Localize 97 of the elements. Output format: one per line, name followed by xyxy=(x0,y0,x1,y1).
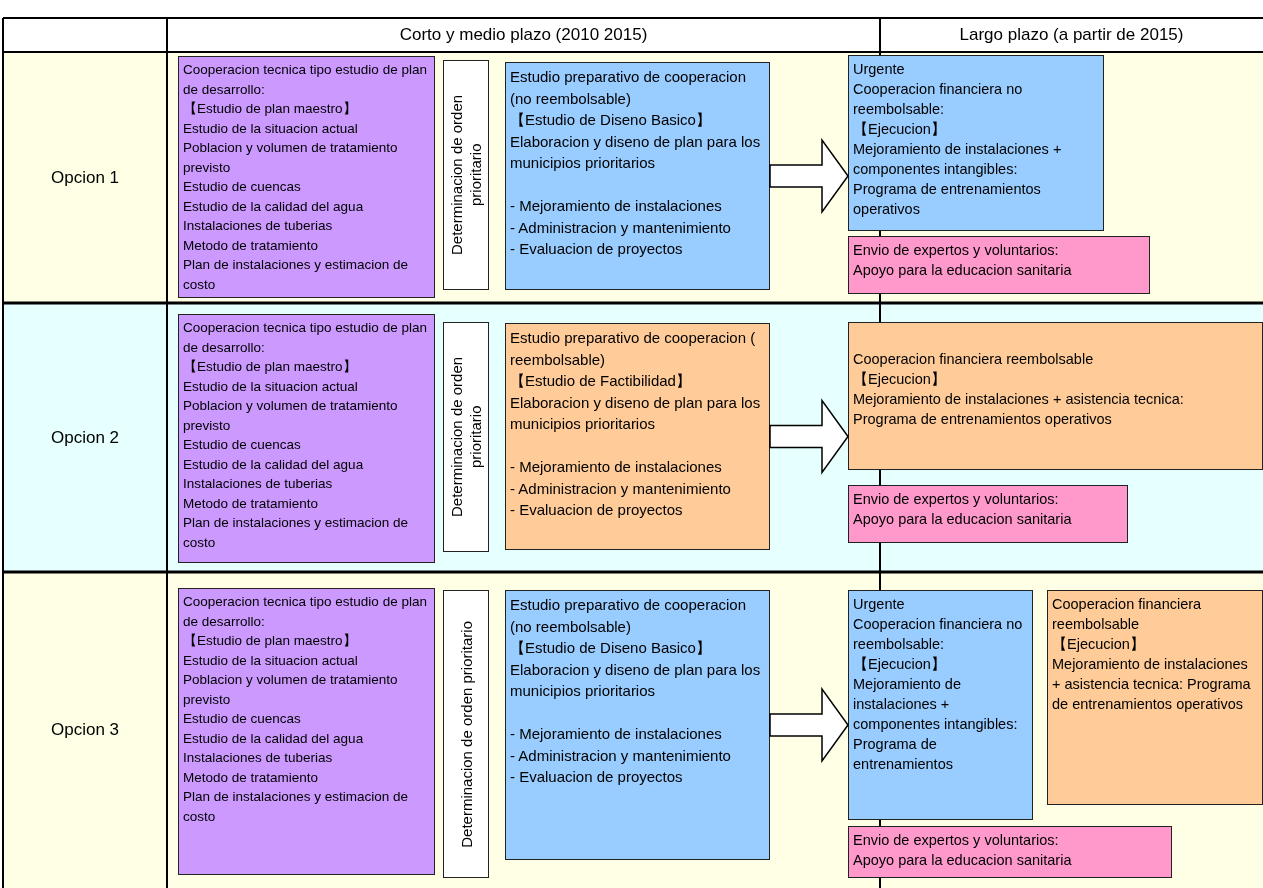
row-band xyxy=(3,303,1263,572)
box-text: Cooperacion tecnica tipo estudio de plan de desarrollo: xyxy=(183,61,428,99)
text-box xyxy=(848,236,1150,294)
box-text: Apoyo para la educacion sanitaria xyxy=(853,851,1073,870)
row-label: Opcion 1 xyxy=(49,166,120,189)
box-text: Cooperacion tecnica tipo estudio de plan de desarrollo: xyxy=(183,319,428,357)
box-text: Poblacion y volumen de tratamiento previsto xyxy=(183,139,399,177)
block-arrow xyxy=(769,686,849,764)
box-text: Metodo de tratamiento xyxy=(183,494,320,513)
box-text: - Evaluacion de proyectos xyxy=(510,500,684,520)
vertical-label: Determinacion de orden prioritario xyxy=(456,620,476,848)
box-text: 【Estudio de Factibilidad】 xyxy=(510,371,692,391)
box-text: Estudio de la calidad del agua xyxy=(183,455,365,474)
vertical-label-box xyxy=(443,590,489,878)
box-text: Metodo de tratamiento xyxy=(183,768,320,787)
box-text: Estudio de cuencas xyxy=(183,436,302,454)
box-text: Estudio preparativo de cooperacion ( reembolsable) xyxy=(510,328,757,370)
box-text: Estudio de la situacion actual xyxy=(183,377,359,396)
box-text: - Administracion y mantenimiento xyxy=(510,217,732,238)
box-text: Mejoramiento de instalaciones + asistencia tecnica: Programa de entrenamientos operativos xyxy=(1052,655,1252,714)
block-arrow xyxy=(769,137,849,215)
box-text: Cooperacion tecnica tipo estudio de plan de desarrollo: xyxy=(183,593,428,631)
box-text: Plan de instalaciones y estimacion de costo xyxy=(183,788,410,826)
text-box xyxy=(848,826,1172,878)
box-text: Plan de instalaciones y estimacion de costo xyxy=(183,514,410,552)
text-box xyxy=(848,322,1263,470)
box-text: 【Ejecucion】 xyxy=(853,655,947,674)
text-box xyxy=(505,590,770,860)
vertical-label: Determinacion de orden prioritario xyxy=(447,93,485,258)
column-header: Corto y medio plazo (2010 2015) xyxy=(398,24,649,46)
block-arrow xyxy=(769,398,849,475)
row-band xyxy=(3,572,1263,888)
text-box xyxy=(848,590,1033,820)
box-text: Mejoramiento de instalaciones + componentes intangibles: xyxy=(853,140,1063,179)
box-text: Programa de entrenamientos operativos xyxy=(853,180,1042,219)
box-text: Poblacion y volumen de tratamiento previsto xyxy=(183,671,399,709)
box-text: Instalaciones de tuberias xyxy=(183,217,334,235)
box-text: 【Estudio de plan maestro】 xyxy=(183,632,358,650)
box-text: Urgente xyxy=(853,595,906,614)
box-text: 【Estudio de plan maestro】 xyxy=(183,100,358,118)
box-text: 【Estudio de Diseno Basico】 xyxy=(510,110,712,130)
box-text: Mejoramiento de instalaciones + componentes intangibles: Programa de entrenamientos xyxy=(853,675,1019,774)
text-box xyxy=(178,588,435,875)
box-text: Apoyo para la educacion sanitaria xyxy=(853,510,1073,529)
box-text: - Evaluacion de proyectos xyxy=(510,239,684,259)
box-text: Estudio de la situacion actual xyxy=(183,651,359,670)
box-text: Cooperacion financiera no reembolsable: xyxy=(853,615,1024,654)
text-box xyxy=(848,55,1104,231)
text-box xyxy=(1047,590,1263,805)
vertical-label-box xyxy=(443,60,489,290)
box-text: Urgente xyxy=(853,60,906,79)
box-text: - Mejoramiento de instalaciones xyxy=(510,724,723,744)
box-text: 【Ejecucion】 xyxy=(1052,635,1146,654)
vertical-label: Determinacion de orden prioritario xyxy=(447,355,485,520)
text-box xyxy=(505,323,770,550)
box-text: Cooperacion financiera reembolsable xyxy=(1052,595,1203,634)
box-text: 【Estudio de plan maestro】 xyxy=(183,358,358,376)
box-text: Estudio de cuencas xyxy=(183,710,302,728)
row-label: Opcion 3 xyxy=(49,719,120,741)
column-header: Largo plazo (a partir de 2015) xyxy=(958,24,1185,46)
box-text: Estudio de la calidad del agua xyxy=(183,197,365,216)
box-text: Estudio de la situacion actual xyxy=(183,119,359,138)
box-text: Estudio preparativo de cooperacion (no reembolsable) xyxy=(510,67,747,109)
row-label: Opcion 2 xyxy=(49,426,120,449)
box-text: Estudio de cuencas xyxy=(183,178,302,196)
box-text: - Mejoramiento de instalaciones xyxy=(510,457,723,477)
box-text: Apoyo para la educacion sanitaria xyxy=(853,261,1073,280)
box-text: - Administracion y mantenimiento xyxy=(510,745,732,766)
box-text: 【Estudio de Diseno Basico】 xyxy=(510,638,712,658)
vertical-label-box xyxy=(443,322,489,552)
box-text: - Evaluacion de proyectos xyxy=(510,767,684,787)
box-text: Estudio preparativo de cooperacion (no reembolsable) xyxy=(510,595,747,637)
box-text: 【Ejecucion】 xyxy=(853,120,947,139)
box-text: Cooperacion financiera reembolsable xyxy=(853,350,1095,369)
text-box xyxy=(178,56,435,298)
box-text: Plan de instalaciones y estimacion de costo xyxy=(183,256,410,294)
box-text: Elaboracion y diseno de plan para los municipios prioritarios xyxy=(510,131,762,173)
box-text: Estudio de la calidad del agua xyxy=(183,729,365,748)
box-text: Programa de entrenamientos operativos xyxy=(853,410,1113,429)
text-box xyxy=(178,314,435,563)
box-text: Metodo de tratamiento xyxy=(183,236,320,255)
box-text: Envio de expertos y voluntarios: xyxy=(853,490,1060,509)
box-text: Instalaciones de tuberias xyxy=(183,475,334,493)
box-text: Envio de expertos y voluntarios: xyxy=(853,831,1060,850)
box-text: Poblacion y volumen de tratamiento previsto xyxy=(183,397,399,435)
box-text: Envio de expertos y voluntarios: xyxy=(853,241,1060,260)
box-text: Elaboracion y diseno de plan para los municipios prioritarios xyxy=(510,659,762,701)
box-text: - Mejoramiento de instalaciones xyxy=(510,196,723,216)
box-text: Mejoramiento de instalaciones + asistencia tecnica: xyxy=(853,390,1185,409)
box-text: Elaboracion y diseno de plan para los municipios prioritarios xyxy=(510,392,762,434)
box-text: - Administracion y mantenimiento xyxy=(510,478,732,499)
box-text: 【Ejecucion】 xyxy=(853,370,947,389)
box-text: Cooperacion financiera no reembolsable: xyxy=(853,80,1024,119)
text-box xyxy=(505,62,770,290)
row-band xyxy=(3,52,1263,303)
text-box xyxy=(848,485,1128,543)
box-text: Instalaciones de tuberias xyxy=(183,749,334,767)
